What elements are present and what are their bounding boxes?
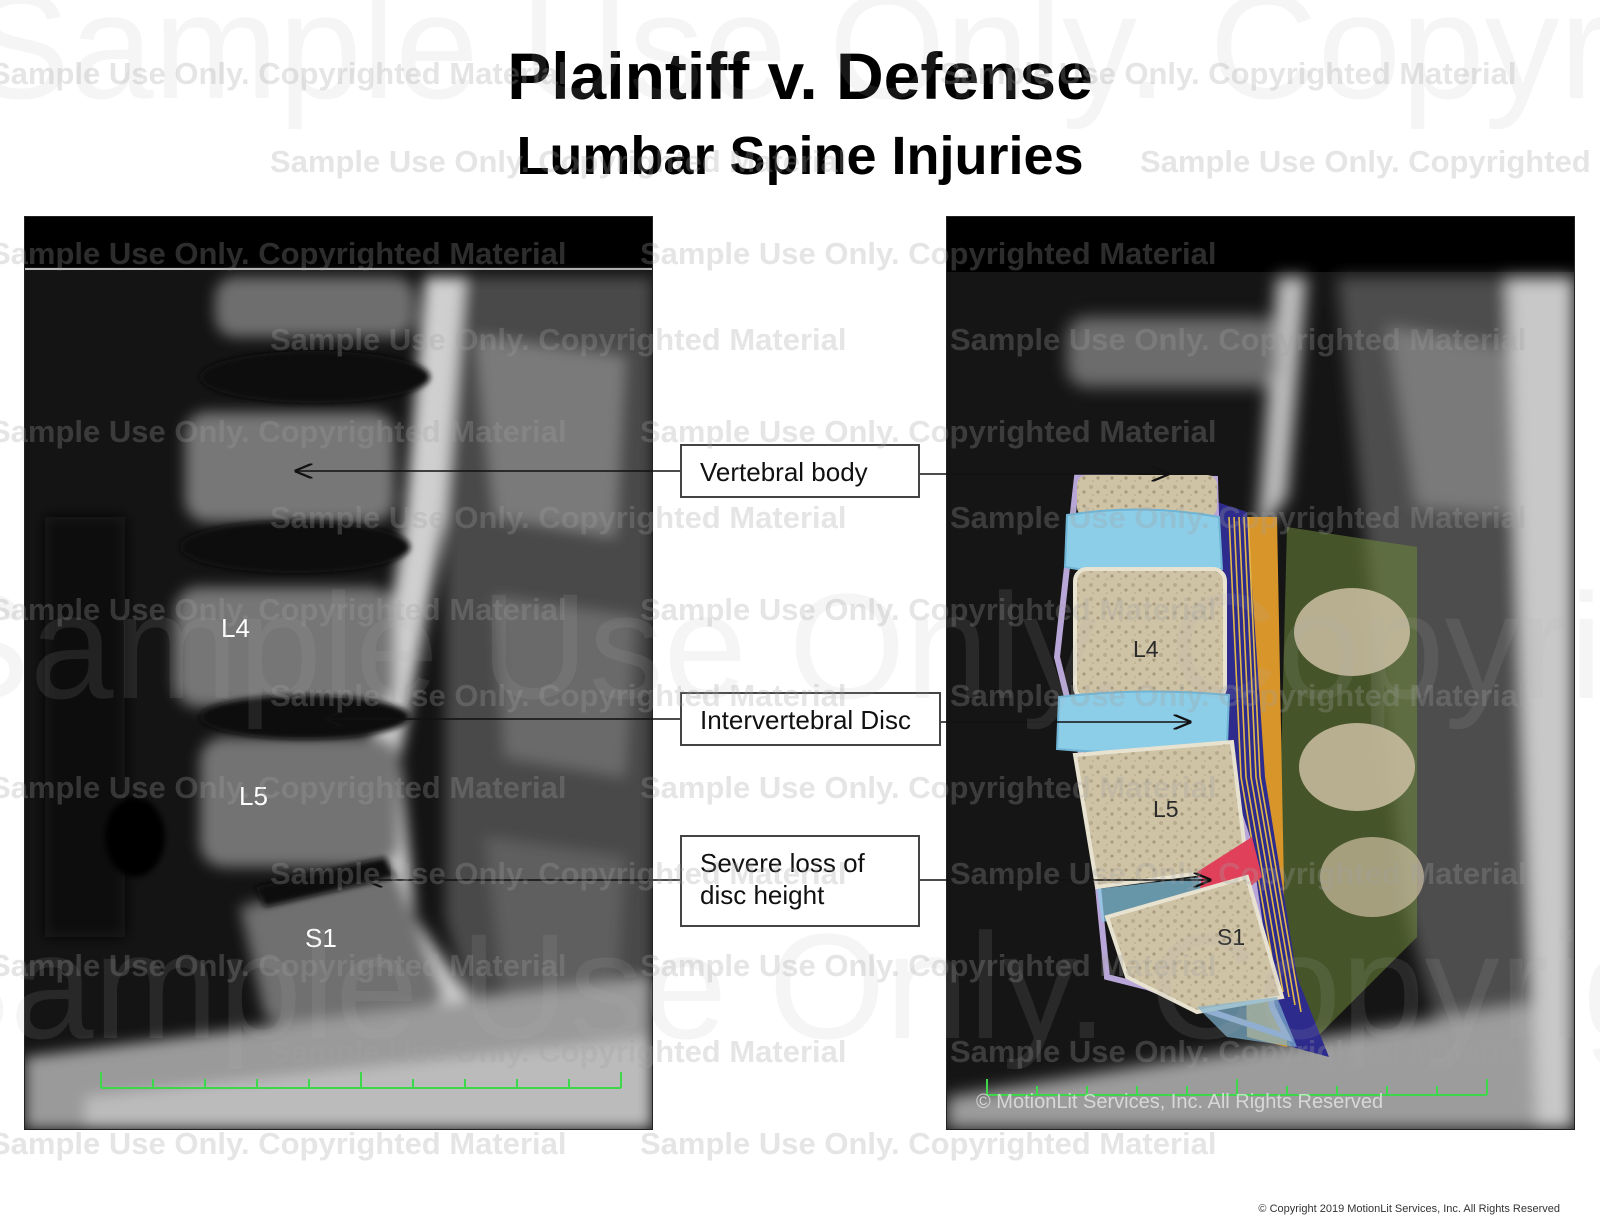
- s1-label: S1: [1217, 924, 1246, 950]
- l4-label: L4: [1133, 636, 1159, 662]
- scale-bar: [100, 1072, 622, 1089]
- vertebral-body-label: Vertebral body: [700, 457, 868, 487]
- severe-loss-label-line1: Severe loss of: [700, 848, 865, 878]
- illustration-panel: L4 L5 S1: [946, 216, 1575, 1130]
- severe-loss-label-line2: disc height: [700, 880, 825, 910]
- spine-illustration: [947, 217, 1574, 1129]
- watermark-text: Sample Use Only. Copyrighted Material: [640, 1126, 1217, 1161]
- mri-image-panel: L4 L5 S1: [24, 216, 653, 1130]
- scale-bar: [986, 1079, 1488, 1096]
- footer-copyright: © Copyright 2019 MotionLit Services, Inc…: [1258, 1203, 1560, 1215]
- mri-scan-image: [25, 217, 652, 1129]
- intervertebral-disc-callout: Intervertebral Disc: [680, 692, 941, 746]
- l4-label: L4: [221, 613, 250, 643]
- watermark-text: Sample Use Only. Copyrighted Material: [0, 1126, 567, 1161]
- severe-loss-callout: Severe loss of disc height: [680, 835, 920, 927]
- page-subtitle: Lumbar Spine Injuries: [516, 126, 1084, 186]
- l5-label: L5: [1153, 796, 1179, 822]
- l5-label: L5: [239, 781, 268, 811]
- page-title: Plaintiff v. Defense: [507, 39, 1093, 113]
- intervertebral-disc-label: Intervertebral Disc: [700, 705, 911, 735]
- vertebral-body-callout: Vertebral body: [680, 444, 920, 498]
- s1-label: S1: [305, 923, 337, 953]
- image-copyright-notice: © MotionLit Services, Inc. All Rights Re…: [976, 1091, 1384, 1113]
